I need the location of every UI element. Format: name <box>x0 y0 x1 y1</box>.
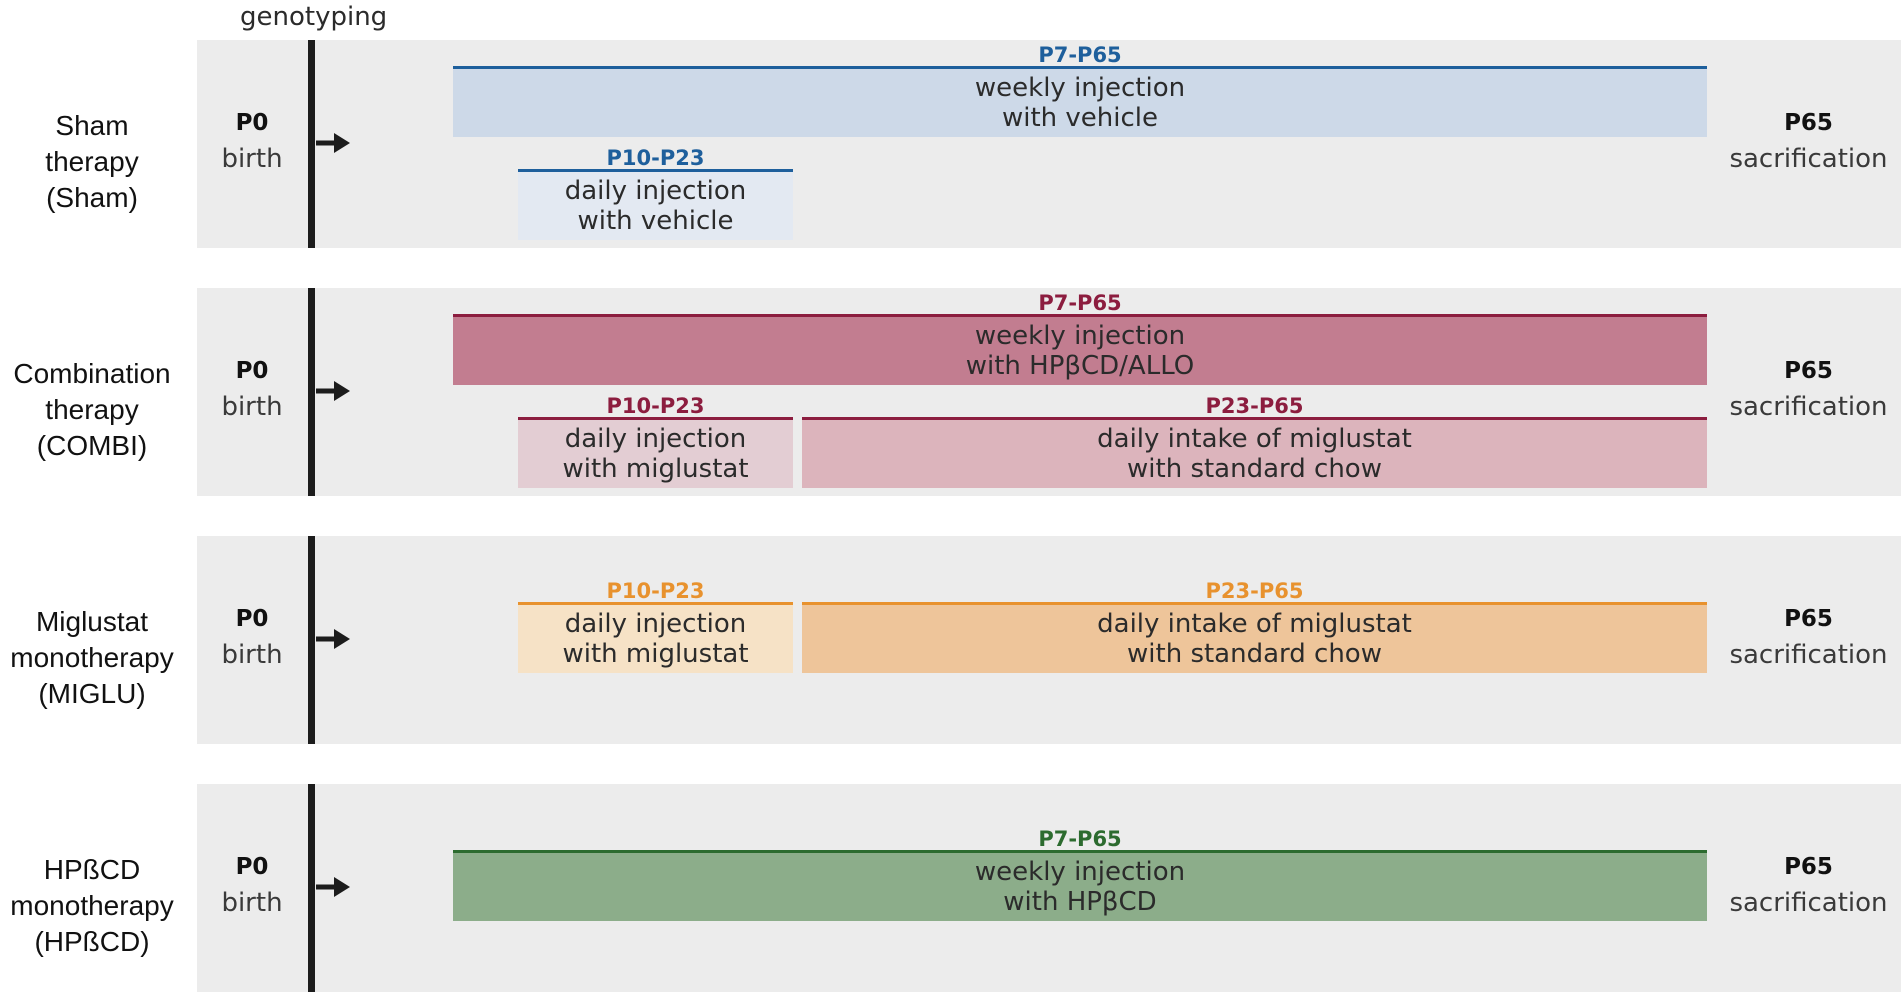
bar-weekly-vehicle: weekly injection with vehicle <box>453 66 1707 137</box>
bar-label: P10-P23 <box>606 146 705 170</box>
end-desc: sacrification <box>1729 144 1888 174</box>
arrow-right-icon <box>316 629 350 649</box>
start-code: P0 <box>235 606 269 632</box>
bar-text-line: daily intake of miglustat <box>1097 424 1412 454</box>
bar-label: P10-P23 <box>606 394 705 418</box>
bar-text-line: with vehicle <box>577 206 734 236</box>
bar-text-line: weekly injection <box>974 321 1186 351</box>
bar-weekly-hpbcd-allo: weekly injection with HPβCD/ALLO <box>453 314 1707 385</box>
group-label-line: therapy <box>45 146 139 177</box>
start-desc: birth <box>221 640 283 670</box>
bar-label: P23-P65 <box>1205 394 1304 418</box>
group-label-hpbcd: HPßCD monotherapy (HPßCD) <box>0 852 184 960</box>
end-desc: sacrification <box>1729 888 1888 918</box>
genotyping-label: genotyping <box>240 2 388 32</box>
bar-label: P7-P65 <box>1038 827 1122 851</box>
group-label-line: Combination <box>13 358 171 389</box>
group-label-line: (HPßCD) <box>34 926 150 957</box>
bar-text-line: weekly injection <box>974 857 1186 887</box>
group-label-miglu: Miglustat monotherapy (MIGLU) <box>0 604 184 712</box>
genotyping-line <box>308 784 315 992</box>
bar-text-line: with HPβCD <box>1003 887 1157 917</box>
bar-text-line: with standard chow <box>1127 454 1382 484</box>
bar-label: P7-P65 <box>1038 291 1122 315</box>
end-desc: sacrification <box>1729 640 1888 670</box>
group-label-line: therapy <box>45 394 139 425</box>
group-label-line: (COMBI) <box>36 430 148 461</box>
bar-daily-miglustat-injection: daily injection with miglustat <box>518 417 793 488</box>
bar-label: P10-P23 <box>606 579 705 603</box>
bar-daily-miglustat-injection: daily injection with miglustat <box>518 602 793 673</box>
bar-daily-miglustat-chow: daily intake of miglustat with standard … <box>802 417 1707 488</box>
bar-text-line: daily injection <box>564 609 747 639</box>
bar-text-line: weekly injection <box>974 73 1186 103</box>
bar-text-line: daily injection <box>564 424 747 454</box>
group-label-line: monotherapy <box>10 890 174 921</box>
group-label-line: (Sham) <box>46 182 138 213</box>
arrow-right-icon <box>316 133 350 153</box>
bar-text-line: daily intake of miglustat <box>1097 609 1412 639</box>
arrow-right-icon <box>316 877 350 897</box>
bar-daily-vehicle: daily injection with vehicle <box>518 169 793 240</box>
group-label-line: (MIGLU) <box>38 678 146 709</box>
bar-text-line: with standard chow <box>1127 639 1382 669</box>
bar-text-line: daily injection <box>564 176 747 206</box>
bar-text-line: with vehicle <box>1001 103 1159 133</box>
start-desc: birth <box>221 392 283 422</box>
group-label-combi: Combination therapy (COMBI) <box>0 356 184 464</box>
end-desc: sacrification <box>1729 392 1888 422</box>
end-code: P65 <box>1784 358 1833 384</box>
start-code: P0 <box>235 854 269 880</box>
bar-text-line: with miglustat <box>562 639 749 669</box>
group-label-line: Miglustat <box>35 606 149 637</box>
bar-label: P7-P65 <box>1038 43 1122 67</box>
group-label-line: monotherapy <box>10 642 174 673</box>
bar-label: P23-P65 <box>1205 579 1304 603</box>
end-code: P65 <box>1784 110 1833 136</box>
end-code: P65 <box>1784 854 1833 880</box>
start-code: P0 <box>235 358 269 384</box>
group-label-sham: Sham therapy (Sham) <box>0 108 184 216</box>
bar-text-line: with miglustat <box>562 454 749 484</box>
arrow-right-icon <box>316 381 350 401</box>
start-code: P0 <box>235 110 269 136</box>
start-desc: birth <box>221 888 283 918</box>
group-label-line: Sham <box>55 110 129 141</box>
bar-text-line: with HPβCD/ALLO <box>965 351 1195 381</box>
start-desc: birth <box>221 144 283 174</box>
genotyping-line <box>308 288 315 496</box>
genotyping-line <box>308 536 315 744</box>
bar-daily-miglustat-chow: daily intake of miglustat with standard … <box>802 602 1707 673</box>
bar-weekly-hpbcd: weekly injection with HPβCD <box>453 850 1707 921</box>
end-code: P65 <box>1784 606 1833 632</box>
group-label-line: HPßCD <box>43 854 141 885</box>
genotyping-line <box>308 40 315 248</box>
